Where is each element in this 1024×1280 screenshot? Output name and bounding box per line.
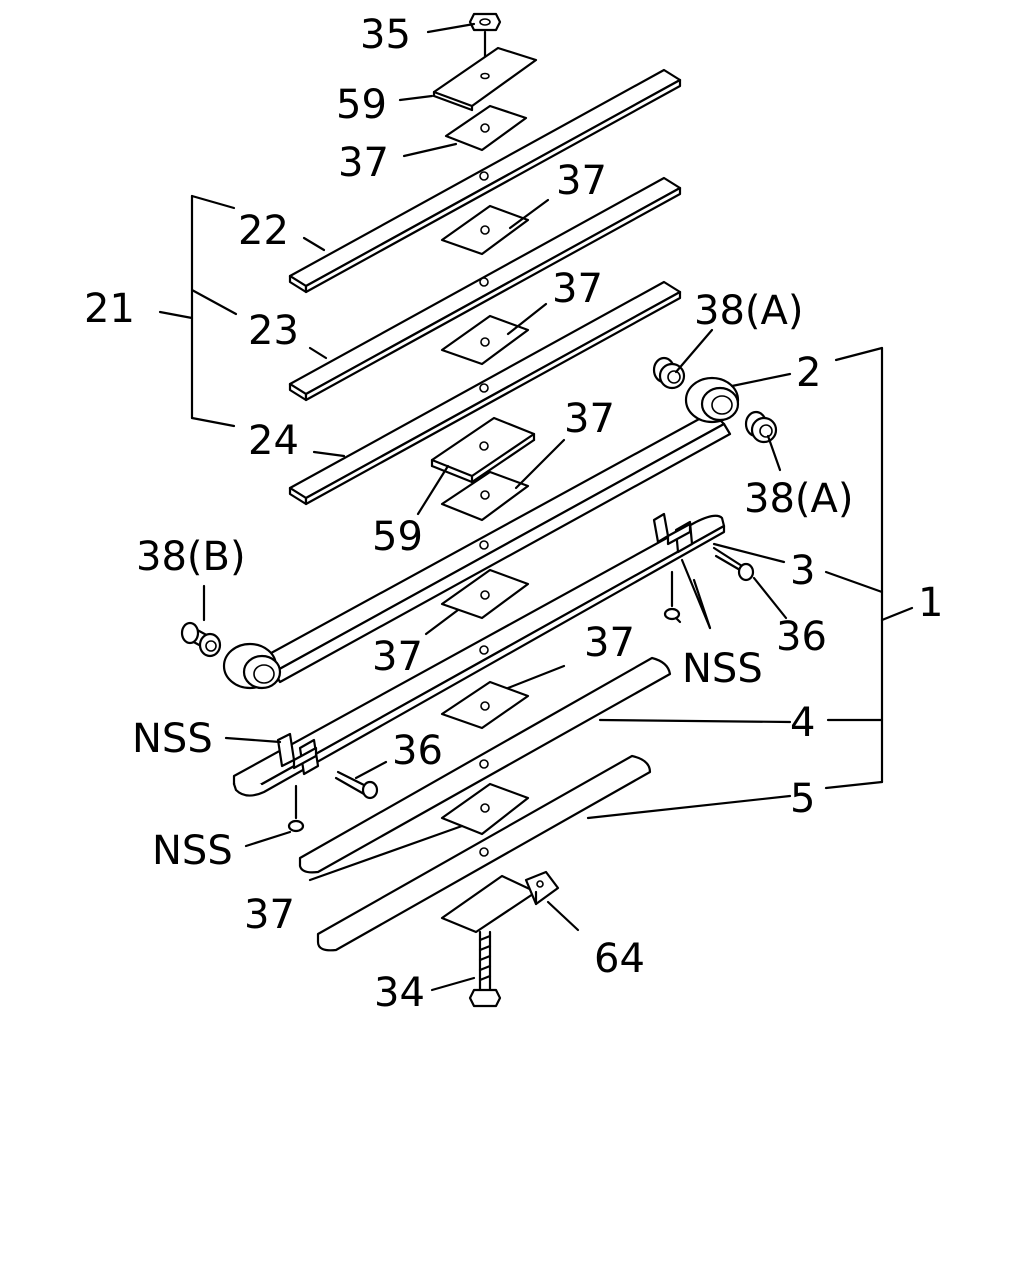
label-24: 24: [248, 418, 299, 464]
group-bracket-21: [158, 194, 238, 428]
bolt-36-left: [334, 770, 379, 800]
label-59-middle: 59: [372, 514, 423, 560]
label-38b: 38(B): [136, 534, 246, 580]
label-1: 1: [918, 580, 943, 626]
label-37-d: 37: [564, 396, 615, 442]
label-59-top: 59: [336, 82, 387, 128]
bracket-64: [440, 870, 560, 934]
main-leaf-2: [222, 376, 740, 690]
label-37-b: 37: [556, 158, 607, 204]
bolt-34: [468, 930, 502, 1008]
label-nss-bottom: NSS: [152, 828, 233, 874]
label-34: 34: [374, 970, 425, 1016]
label-22: 22: [238, 208, 289, 254]
label-nss-right: NSS: [682, 646, 763, 692]
leaf-24: [288, 280, 682, 506]
leaf-4: [298, 656, 672, 874]
label-37-f: 37: [584, 620, 635, 666]
group-bracket-1: [824, 346, 914, 790]
leaf-23: [288, 176, 682, 402]
label-21: 21: [84, 286, 135, 332]
label-35: 35: [360, 12, 411, 58]
label-37-e: 37: [372, 634, 423, 680]
label-37-a: 37: [338, 140, 389, 186]
label-37-g: 37: [244, 892, 295, 938]
label-3: 3: [790, 548, 815, 594]
leaf-22: [288, 68, 682, 294]
label-36-right: 36: [776, 614, 827, 660]
rivet-nss-left: [287, 784, 305, 833]
label-nss-left: NSS: [132, 716, 213, 762]
rivet-nss-right: [663, 570, 681, 621]
label-64: 64: [594, 936, 645, 982]
label-5: 5: [790, 776, 815, 822]
bolt-36-right: [712, 546, 755, 582]
label-2: 2: [796, 350, 821, 396]
label-36-left: 36: [392, 728, 443, 774]
callout-labels: 35 59 37 37 22 21 23 37 38(A) 2 24 37 38…: [84, 12, 943, 1016]
label-38a-upper: 38(A): [694, 288, 803, 334]
label-4: 4: [790, 700, 815, 746]
leaf-5: [316, 754, 652, 952]
bushing-38a-lower: [744, 410, 778, 444]
label-38a-lower: 38(A): [744, 476, 853, 522]
bushing-38a-upper: [652, 356, 686, 390]
leaf-3: [232, 512, 726, 797]
leader-lines: [202, 22, 792, 992]
label-23: 23: [248, 308, 299, 354]
label-37-c: 37: [552, 266, 603, 312]
bushing-38b: [180, 621, 222, 658]
